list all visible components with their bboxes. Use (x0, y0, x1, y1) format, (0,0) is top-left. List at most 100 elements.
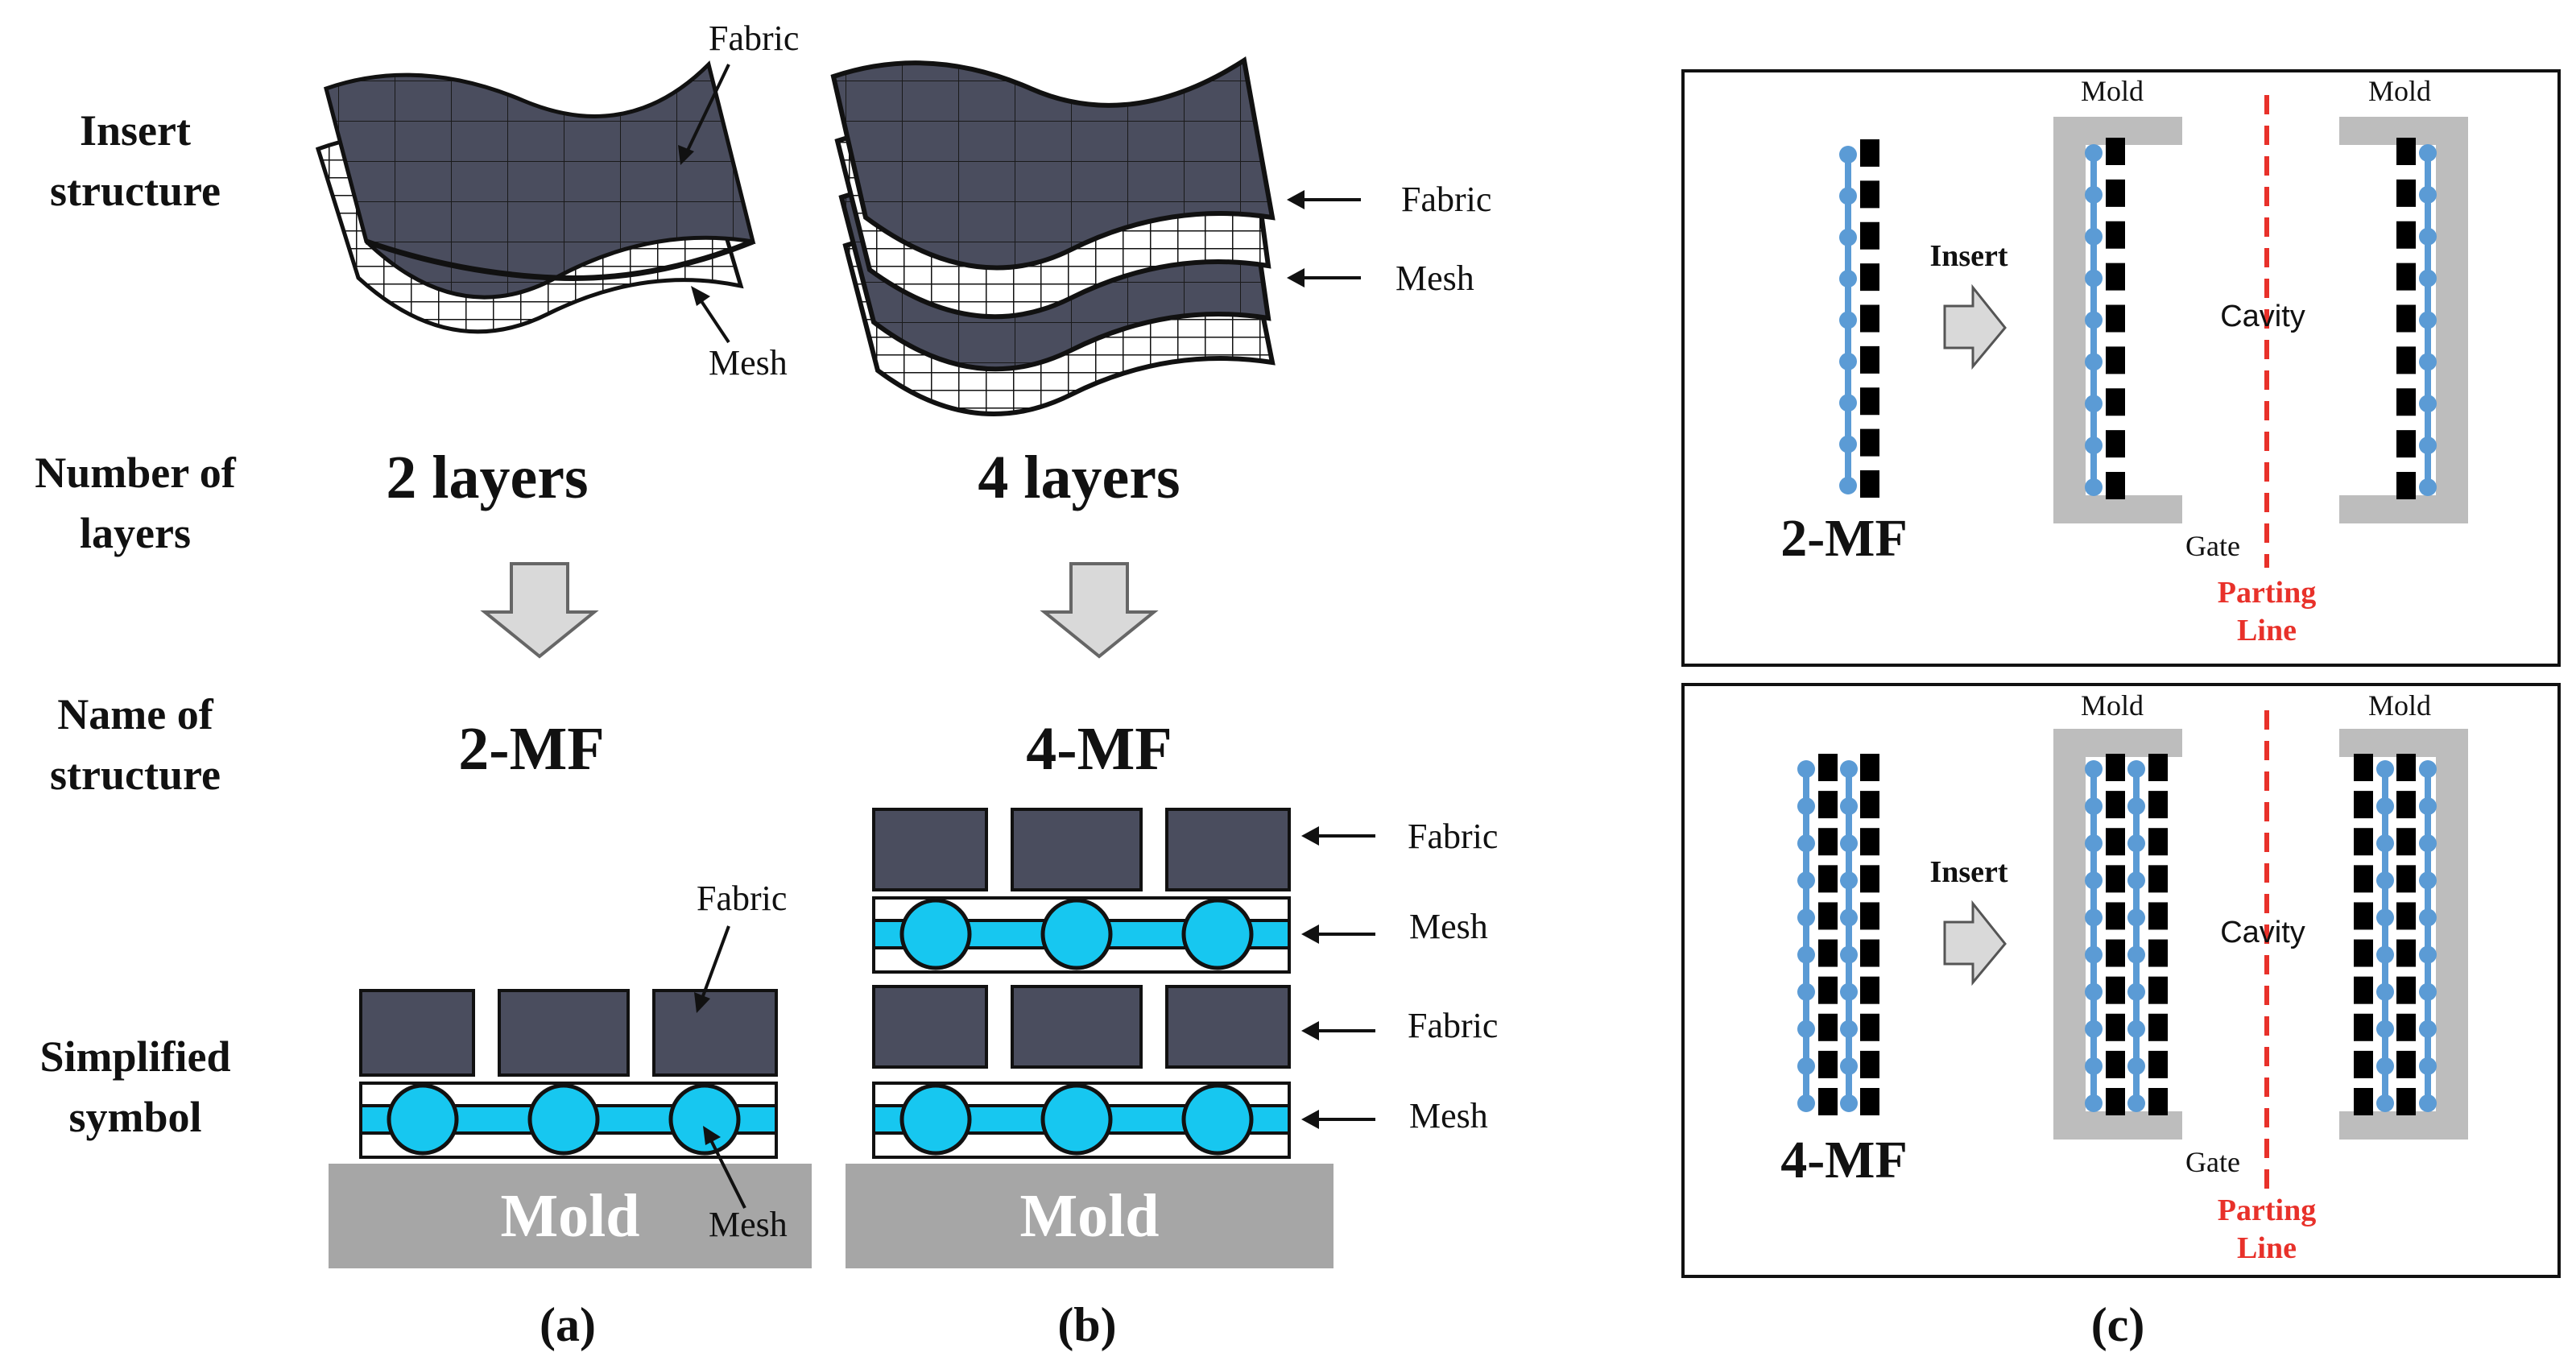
mesh-node-dot (2085, 871, 2103, 890)
panel-b-symbol-mesh-2: Mesh (1409, 1096, 1488, 1135)
mesh-node-dot (2085, 311, 2103, 329)
mesh-node-dot (1797, 1094, 1815, 1112)
fabric-square (1860, 139, 1879, 167)
fabric-square (2106, 388, 2125, 416)
mesh-node-dot (2085, 227, 2103, 246)
mesh-node-dot (2127, 908, 2145, 927)
label-name-of-structure-1: Name of (57, 690, 213, 738)
mesh-node-dot (1797, 908, 1815, 927)
panel-c-bottom-gate: Gate (2185, 1146, 2240, 1178)
mesh-node-dot (2419, 982, 2437, 1001)
mesh-node-dot (2419, 185, 2437, 204)
panel-a-simplified-symbol (329, 989, 812, 1268)
fabric-square (2354, 976, 2373, 1004)
fabric-square (1860, 180, 1879, 209)
panel-b-symbol-fabric-1: Fabric (1408, 817, 1498, 856)
fabric-square (1860, 470, 1879, 498)
panel-c-bottom-insert-arrow (1943, 900, 2007, 987)
mesh-node-dot (2376, 982, 2394, 1001)
panel-b-layers: 4 layers (978, 444, 1180, 511)
mesh-node-dot (2085, 1020, 2103, 1038)
fabric-square (2396, 976, 2416, 1004)
mesh-node-dot (1839, 394, 1857, 412)
mesh-node-dot (1840, 1094, 1858, 1112)
fabric-square (2396, 754, 2416, 781)
mesh-node-dot (2419, 760, 2437, 778)
mesh-node-dot (1840, 760, 1858, 778)
fabric-square (2106, 138, 2125, 165)
panel-a-fabric-callout: Fabric (709, 19, 799, 58)
row-labels: Insert structure Number of layers Name o… (35, 106, 237, 1141)
panel-c-top-insert-arrow (1943, 283, 2007, 370)
panel-a-symbol-mesh-callout: Mesh (709, 1205, 788, 1244)
fabric-square (2148, 865, 2168, 893)
fabric-square (2148, 828, 2168, 856)
mesh-node-dot (1840, 834, 1858, 853)
panel-c: 2-MF Insert Mold Mold Cavity Gate Partin… (1681, 69, 2561, 1351)
fabric-square (2354, 828, 2373, 856)
fabric-square (2396, 865, 2416, 893)
mesh-node-dot (2376, 834, 2394, 853)
fabric-square (1860, 345, 1879, 374)
mesh-node-dot (2419, 1057, 2437, 1075)
panel-a-name: 2-MF (458, 715, 604, 783)
panel-c-top-mold-left (2053, 117, 2182, 523)
fabric-square (2354, 1013, 2373, 1041)
fabric-square (1818, 828, 1838, 856)
mesh-node-dot (2127, 760, 2145, 778)
fabric-square (2106, 791, 2125, 819)
mesh-node-dot (2376, 760, 2394, 778)
mesh-node-dot (2419, 144, 2437, 162)
fabric-square (1860, 791, 1879, 819)
panel-a-symbol-fabric-callout: Fabric (697, 879, 787, 918)
mesh-node-dot (2419, 797, 2437, 816)
mesh-node-dot (1839, 311, 1857, 329)
fabric-square (2106, 472, 2125, 499)
mesh-node-dot (1839, 477, 1857, 494)
fabric-square (2396, 1050, 2416, 1078)
mesh-node-dot (1840, 1020, 1858, 1038)
fabric-square (2396, 346, 2416, 374)
panel-c-bottom-mold-left (2053, 729, 2182, 1140)
mesh-node-dot (2127, 834, 2145, 853)
fabric-square (2106, 179, 2125, 207)
fabric-square (2106, 976, 2125, 1004)
mesh-node-dot (2376, 1057, 2394, 1075)
mesh-node-dot (2085, 436, 2103, 455)
mesh-node-dot (1797, 982, 1815, 1001)
fabric-square (2396, 179, 2416, 207)
fabric-square (2396, 1013, 2416, 1041)
panel-b-symbol-mesh-1: Mesh (1409, 907, 1488, 946)
mesh-node-dot (1840, 982, 1858, 1001)
panel-b: Fabric Mesh 4 layers 4-MF (830, 56, 1498, 1351)
fabric-square (2106, 1050, 2125, 1078)
fabric-square (1818, 902, 1838, 930)
panel-c-bottom-mold-right-label: Mold (2368, 689, 2431, 722)
mesh-node-dot (2085, 834, 2103, 853)
mesh-node-dot (2127, 1020, 2145, 1038)
panel-a-insert-illustration (315, 60, 756, 334)
mesh-node-dot (2127, 945, 2145, 964)
mesh-node-dot (2376, 908, 2394, 927)
mesh-node-dot (1797, 1057, 1815, 1075)
fabric-square (2354, 939, 2373, 967)
mesh-node-dot (1797, 797, 1815, 816)
panel-c-bottom-parting-2: Line (2237, 1231, 2297, 1265)
mesh-node-dot (1839, 435, 1857, 453)
mesh-node-dot (2085, 185, 2103, 204)
panel-c-top-cavity: Cavity (2220, 300, 2305, 333)
fabric-square (2396, 939, 2416, 967)
fabric-square (1860, 263, 1879, 292)
mesh-node-dot (2085, 945, 2103, 964)
panel-c-bottom-parting-1: Parting (2218, 1193, 2316, 1227)
mesh-node-dot (2419, 871, 2437, 890)
panel-a-fabric-arrow (683, 64, 730, 158)
fabric-square (1860, 976, 1879, 1004)
fabric-square (2396, 791, 2416, 819)
mesh-node-dot (1797, 871, 1815, 890)
fabric-square (1860, 865, 1879, 893)
mesh-node-dot (1840, 871, 1858, 890)
fabric-square (2106, 430, 2125, 458)
fabric-square (2396, 902, 2416, 930)
panel-c-top-gate: Gate (2185, 530, 2240, 562)
